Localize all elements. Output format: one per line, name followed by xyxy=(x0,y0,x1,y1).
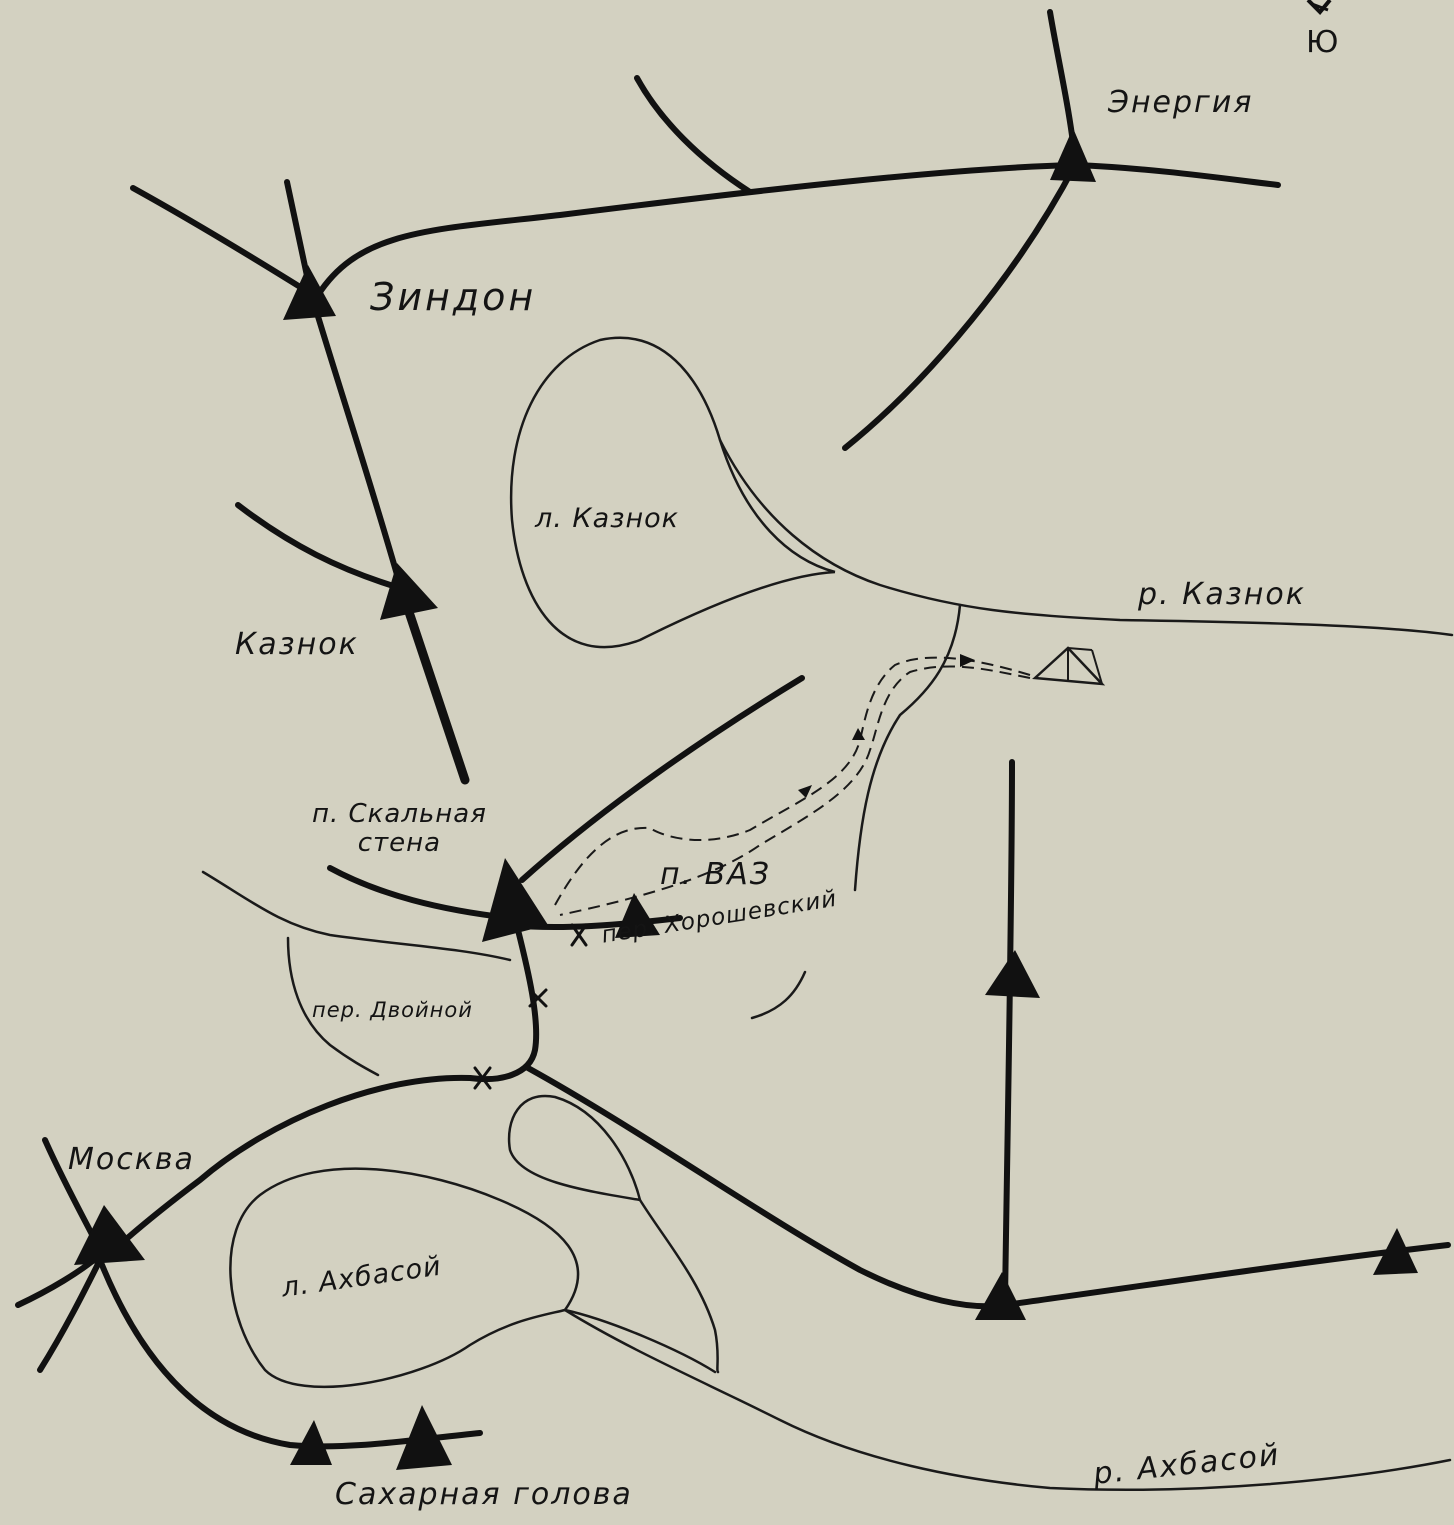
route-camp-vaz-lower xyxy=(559,665,1031,916)
stream-dvoynoy-north xyxy=(201,870,512,962)
label-peak-sakharnaya: Сахарная голова xyxy=(335,1477,633,1512)
label-pass-dvoynoy: пер. Двойной xyxy=(312,998,473,1022)
stream-khoroshevsky xyxy=(750,970,807,1020)
spur-north-a xyxy=(634,75,753,195)
ridge-zindon-energiya xyxy=(315,162,1281,298)
route-arrow-down xyxy=(852,728,865,740)
label-peak-kaznok: Казнок xyxy=(235,627,359,662)
route-arrow-east xyxy=(960,654,975,667)
glacier-small-tongue xyxy=(507,1094,642,1202)
compass-south-label: Ю xyxy=(1306,25,1341,60)
pass-dvoynoy-upper-icon xyxy=(528,988,548,1008)
ridge-skalnaya-west xyxy=(327,865,513,921)
label-glacier-kaznok: л. Казнок xyxy=(535,503,679,534)
route-arrow-ne xyxy=(798,785,812,798)
glacier-akhbasoy-outline xyxy=(229,1167,580,1389)
river-akhbasoy-moraine xyxy=(563,1308,717,1374)
spur-kaznok-west xyxy=(235,502,403,591)
ridge-east-north xyxy=(1002,759,1015,1303)
label-river-kaznok: р. Казнок xyxy=(1138,577,1306,612)
ridge-skalnaya-south xyxy=(467,927,540,1083)
peak-east-south-icon xyxy=(975,1272,1026,1320)
river-akhbasoy xyxy=(563,1308,1452,1491)
peak-sakharnaya-b-icon xyxy=(396,1405,452,1470)
ridge-dvoynoy-moskva xyxy=(102,1074,473,1261)
label-peak-zindon: Зиндон xyxy=(370,275,537,319)
peak-far-east-icon xyxy=(1373,1228,1418,1275)
peak-zindon-icon xyxy=(283,265,336,320)
ridge-moskva-sw xyxy=(37,1257,103,1373)
ridge-zindon-west xyxy=(130,185,308,293)
ridge-kaznok-south xyxy=(400,595,470,785)
label-peak-moskva: Москва xyxy=(68,1142,195,1177)
route-camp-vaz-upper xyxy=(554,656,1031,906)
glacier-kaznok-outline xyxy=(509,336,836,649)
tent-icon xyxy=(1032,646,1106,686)
label-peak-energiya: Энергия xyxy=(1108,85,1254,120)
label-peak-skalnaya: п. Скальная стена xyxy=(312,799,487,858)
peak-moskva-icon xyxy=(74,1205,145,1265)
peak-east-mid-icon xyxy=(985,950,1040,998)
river-kaznok-tributary xyxy=(853,603,962,892)
label-peak-vaz: п. ВАЗ xyxy=(660,857,772,892)
pass-khoroshevsky-icon xyxy=(570,923,588,947)
peak-kaznok-icon xyxy=(380,563,438,620)
pass-dvoynoy-lower-icon xyxy=(473,1066,492,1090)
ridge-south-east xyxy=(525,1065,1451,1310)
peak-energiya-icon xyxy=(1050,128,1096,182)
peak-skalnaya-icon xyxy=(482,858,548,942)
peak-vaz-icon xyxy=(615,893,660,938)
stream-dvoynoy-west xyxy=(286,936,380,1077)
ridge-energiya-south xyxy=(842,162,1078,451)
ridge-zindon-kaznok xyxy=(307,287,403,588)
peak-sakharnaya-a-icon xyxy=(290,1420,332,1465)
north-arrow-icon xyxy=(1306,0,1332,15)
ridge-skalnaya-ne xyxy=(519,675,805,883)
stream-small-tongue xyxy=(638,1198,720,1374)
river-kaznok xyxy=(718,438,1454,637)
